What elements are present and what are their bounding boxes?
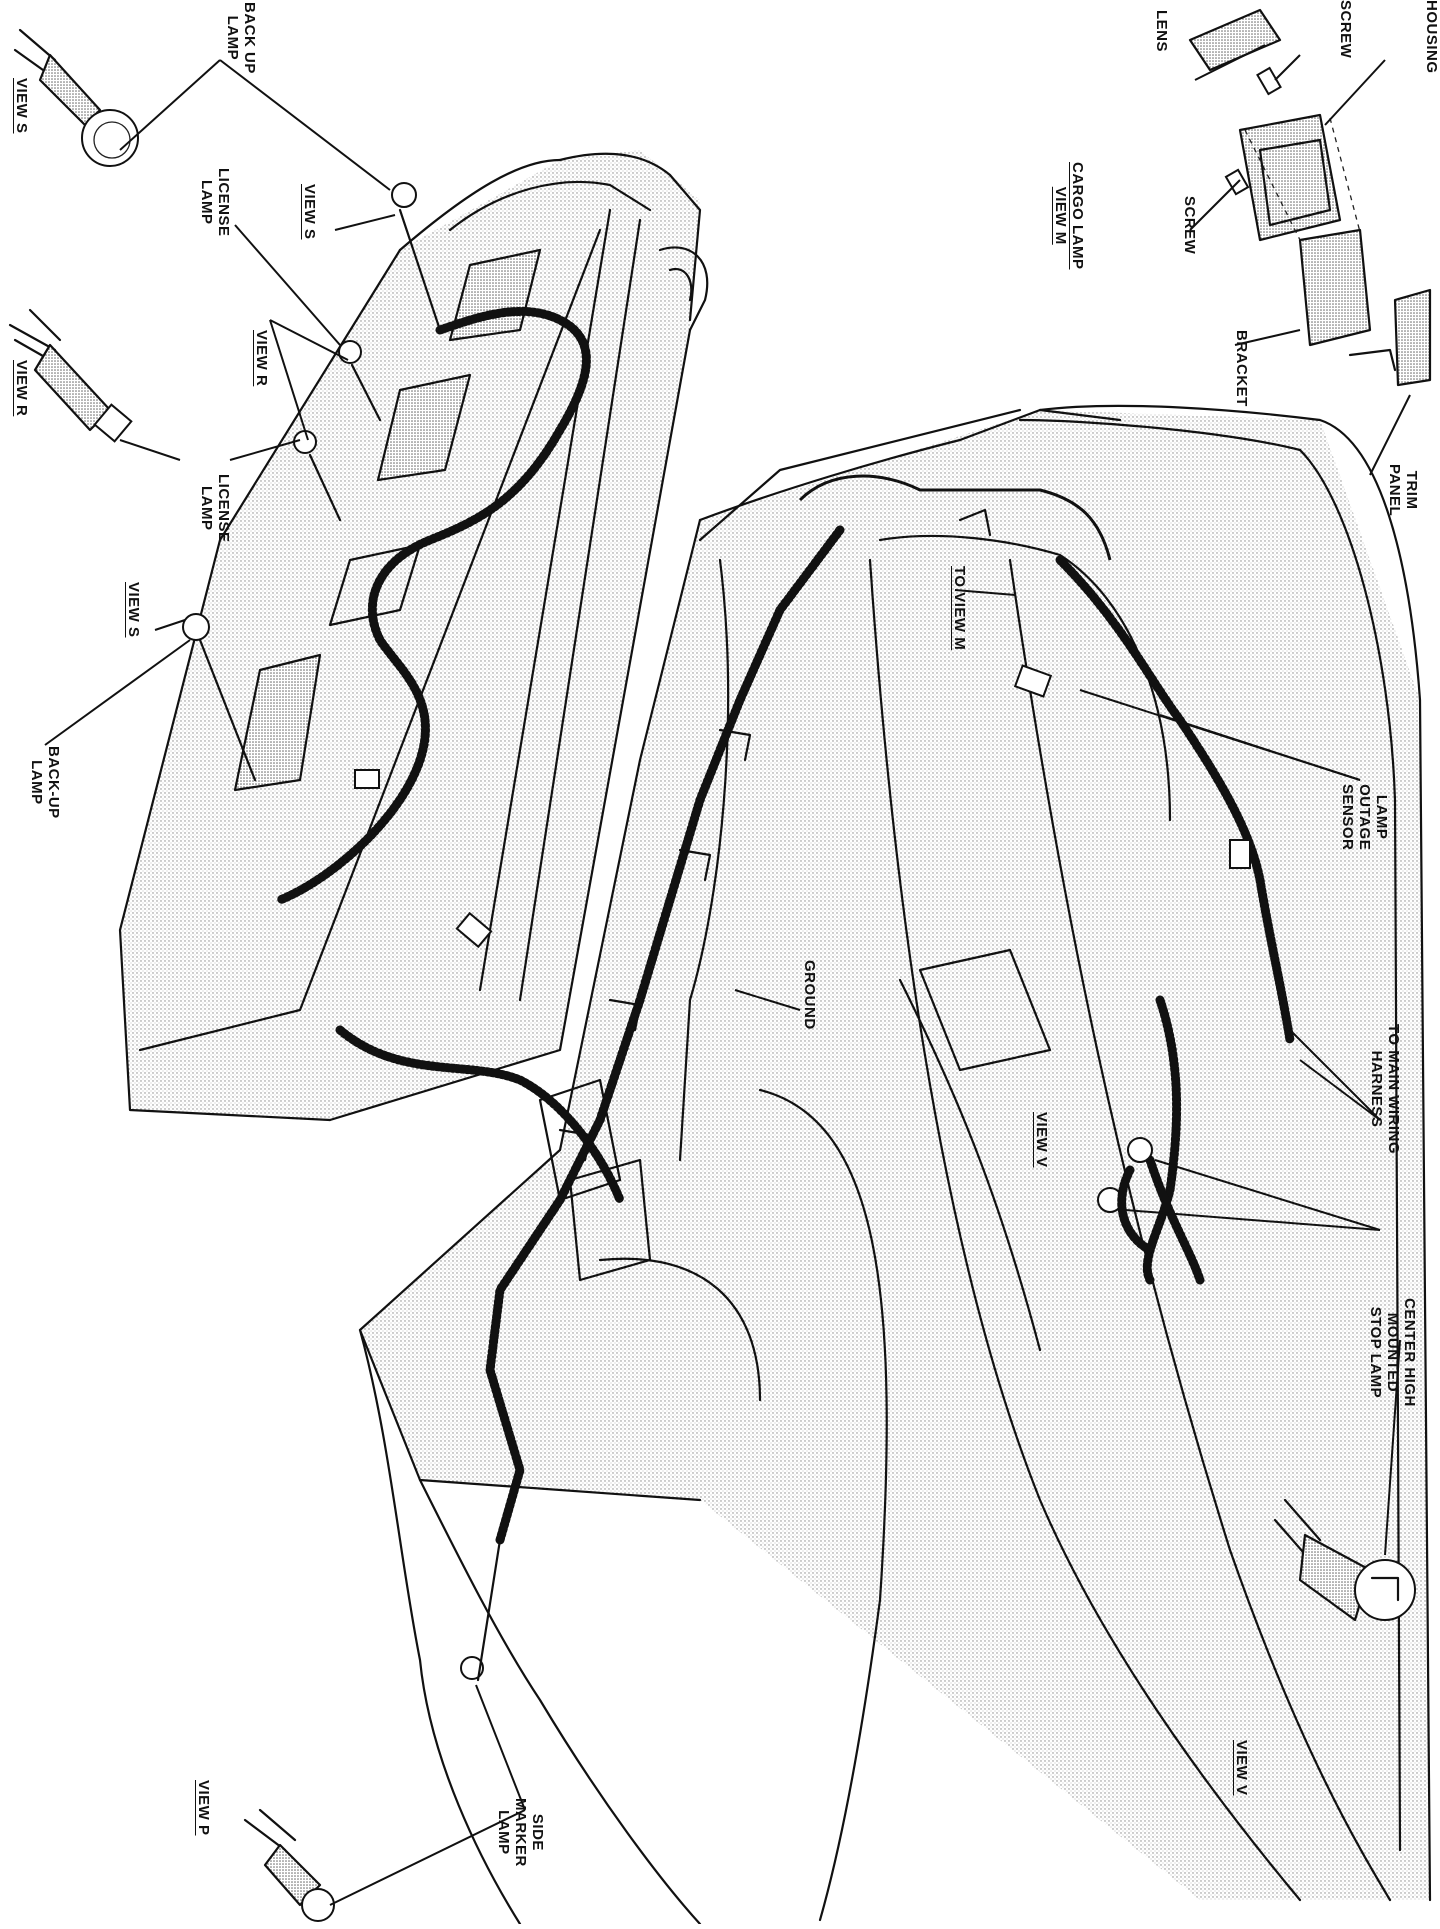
label-screw-mid: SCREW — [1181, 196, 1198, 255]
label-bracket: BRACKET — [1233, 330, 1250, 407]
wiring-harness — [275, 306, 1295, 1545]
inset-view-p — [243, 1808, 335, 1922]
side-marker-bulb — [460, 1656, 484, 1680]
label-screw-top: SCREW — [1337, 0, 1354, 59]
backup-lamp-bulb-lower — [182, 613, 210, 641]
label-view-s-inset: VIEW S — [13, 78, 30, 134]
housing-part — [1238, 113, 1342, 242]
license-lamp-bulb-1 — [338, 340, 362, 364]
label-view-v-inset: VIEW V — [1233, 1740, 1250, 1796]
label-view-p: VIEW P — [195, 1780, 212, 1836]
label-view-s-lower: VIEW S — [125, 582, 142, 638]
rear-fascia — [118, 150, 709, 1122]
truck-body — [358, 404, 1432, 1926]
bracket-part — [1298, 228, 1372, 347]
label-lens: LENS — [1153, 10, 1170, 53]
backup-lamp-bulb-top — [391, 182, 417, 208]
inset-cargo-lamp — [1188, 8, 1432, 387]
inset-view-s — [13, 28, 139, 167]
label-housing: HOUSING — [1423, 0, 1440, 74]
label-view-r-inset: VIEW R — [13, 360, 30, 417]
label-view-s-mid: VIEW S — [301, 184, 318, 240]
license-lamp-bulb-2 — [293, 430, 317, 454]
label-to-view-m: TO VIEW M — [951, 566, 968, 651]
inset-view-v — [1273, 1498, 1416, 1622]
lens-part — [1188, 8, 1282, 72]
lamp-sockets — [182, 182, 502, 1682]
trim-panel-part — [1393, 288, 1432, 387]
label-ground: GROUND — [801, 960, 818, 1030]
label-view-v-mid: VIEW V — [1033, 1112, 1050, 1168]
label-view-r-mid: VIEW R — [253, 330, 270, 387]
inset-view-r — [8, 308, 133, 443]
leader-lines — [44, 44, 1411, 1906]
